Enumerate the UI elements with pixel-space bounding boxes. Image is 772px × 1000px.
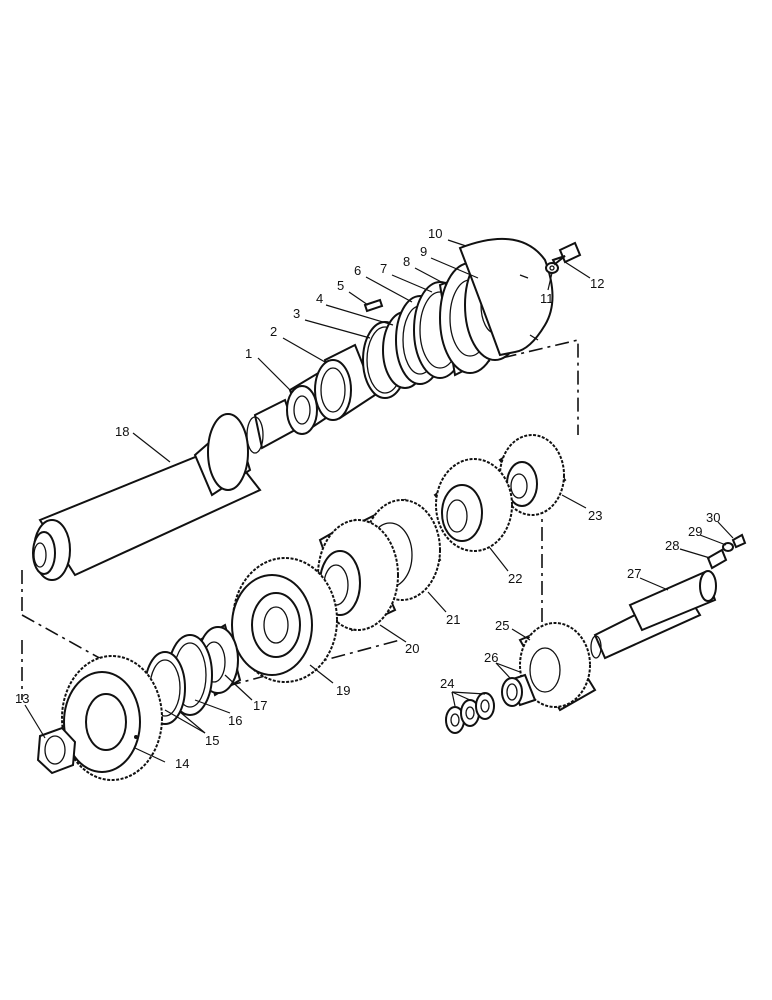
callout-20: 20 [405,641,419,656]
bolt-part-30 [731,533,747,549]
gear-part-23 [498,434,567,516]
callout-24: 24 [440,676,454,691]
mainshaft-part-18 [32,398,297,581]
washer-part-11 [545,262,559,274]
lock-plate-part-28 [706,548,728,570]
thrust-washers-part-24 [445,692,495,734]
countershaft-part-27 [590,570,717,660]
callout-1: 1 [245,346,252,361]
callout-25: 25 [495,618,509,633]
bolt-part-12 [551,241,582,266]
pin-part-5 [363,298,384,313]
callout-6: 6 [354,263,361,278]
callout-26: 26 [484,650,498,665]
callout-4: 4 [316,291,323,306]
callout-19: 19 [336,683,350,698]
gear-part-19 [231,557,338,683]
callout-30: 30 [706,510,720,525]
callout-12: 12 [590,276,604,291]
leader-lines [24,239,734,763]
callout-17: 17 [253,698,267,713]
callout-3: 3 [293,306,300,321]
callout-28: 28 [665,538,679,553]
callout-18: 18 [115,424,129,439]
callout-15: 15 [205,733,219,748]
retaining-plate-part-10 [458,237,554,357]
callout-labels: 1 2 3 4 5 6 7 8 9 10 11 12 13 14 15 16 1… [15,226,720,771]
callout-14: 14 [175,756,189,771]
callout-2: 2 [270,324,277,339]
callout-29: 29 [688,524,702,539]
callout-9: 9 [420,244,427,259]
gear-part-22 [433,458,513,552]
callout-7: 7 [380,261,387,276]
gear-part-14 [61,655,163,781]
bearing-cup-part-2 [314,343,377,421]
nut-part-13 [36,726,77,775]
callout-10: 10 [428,226,442,241]
callout-27: 27 [627,566,641,581]
callout-22: 22 [508,571,522,586]
callout-5: 5 [337,278,344,293]
needle-bearing-part-26 [501,673,537,707]
callout-11: 11 [540,291,554,306]
callout-8: 8 [403,254,410,269]
callout-13: 13 [15,691,29,706]
callout-23: 23 [588,508,602,523]
callout-16: 16 [228,713,242,728]
gear-part-25 [518,622,597,712]
callout-21: 21 [446,612,460,627]
